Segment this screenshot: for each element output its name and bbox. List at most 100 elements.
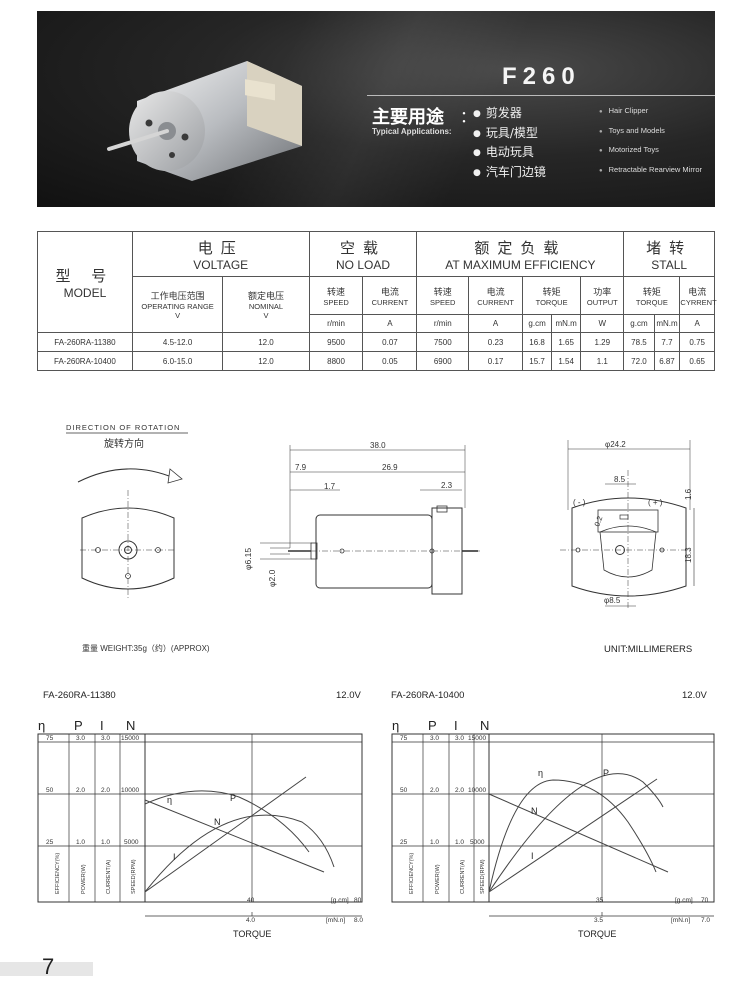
torque-en: TORQUE: [635, 297, 668, 307]
dim-7-9: 7.9: [295, 463, 307, 472]
rotation-label-cn: 旋转方向: [104, 437, 144, 450]
head-i: I: [454, 718, 458, 733]
maxeff-header-en: AT MAXIMUM EFFICIENCY: [445, 257, 596, 272]
application-item-cn: 汽车门边镜: [473, 163, 546, 183]
voltage-header-en: VOLTAGE: [193, 257, 249, 272]
x-tick-gcm: 40: [247, 897, 255, 904]
axis-efficiency: EFFICIENCY(%): [409, 853, 415, 894]
noload-header: 空载 NO LOAD: [308, 231, 418, 277]
head-n: N: [480, 718, 489, 733]
x-label: TORQUE: [578, 929, 616, 939]
head-eta: η: [392, 718, 399, 733]
graph1-model: FA-260RA-11380: [43, 690, 116, 701]
tick-cur-3: 3.0: [101, 735, 110, 742]
dim-8-5-top: 8.5: [614, 475, 626, 484]
label-eta: η: [538, 768, 543, 778]
curve-n: [144, 799, 325, 873]
torque-cn: 转矩: [542, 287, 561, 298]
application-item-en: Motorized Toys: [599, 145, 702, 165]
maxeff-header-cn: 额定负载: [474, 238, 567, 257]
stall-current-en: CYRRENT: [680, 297, 717, 307]
unit-label: UNIT:MILLIMERERS: [604, 644, 692, 655]
speed-cn: 转速: [433, 287, 452, 298]
tick-cur-1: 1.0: [455, 839, 464, 846]
axis-current: CURRENT(A): [106, 860, 112, 894]
dim-24-2: φ24.2: [605, 440, 626, 449]
unit-cell: mN.m: [653, 314, 681, 333]
tick-eff-50: 50: [400, 787, 408, 794]
rotation-arc: [77, 468, 175, 483]
torque-cn: 转矩: [642, 287, 661, 298]
title-divider: [367, 95, 715, 96]
nominal-en: NOMINAL: [248, 302, 284, 311]
label-n: N: [214, 817, 221, 827]
rotation-label-en: DIRECTION OF ROTATION: [66, 423, 180, 432]
x-unit-mnm: [mN.n]: [671, 917, 690, 924]
tick-spd-5000: 5000: [470, 839, 485, 846]
output-en: OUTPUT: [586, 297, 618, 307]
x-end-gcm: 80: [354, 897, 362, 904]
maxeff-header: 额定负载 AT MAXIMUM EFFICIENCY: [416, 231, 625, 277]
nominal-cn: 额定电压: [247, 292, 284, 302]
tick-spd-10000: 10000: [121, 787, 139, 794]
dim-length: 38.0: [370, 441, 386, 450]
applications-colon: ：: [460, 109, 477, 126]
applications-title-cn: 主要用途: [372, 107, 444, 128]
stall-header: 堵转 STALL: [623, 231, 715, 277]
application-item-en: Hair Clipper: [599, 106, 702, 126]
tick-pow-3: 3.0: [76, 735, 85, 742]
label-n: N: [531, 806, 538, 816]
speed-en: SPEED: [430, 297, 456, 307]
cell-st-torque-mn: 6.87: [653, 351, 681, 371]
curve-eta: [488, 779, 657, 893]
graph2-voltage: 12.0V: [682, 690, 707, 701]
curve-p: [144, 814, 335, 893]
torque-en: TORQUE: [535, 297, 568, 307]
x-unit-mnm: [mN.n]: [326, 917, 345, 924]
cell-nl-current: 0.05: [362, 351, 418, 371]
graph2-model: FA-260RA-10400: [391, 690, 465, 701]
dim-8-5-bottom: φ8.5: [604, 596, 621, 605]
current-en: CURRENT: [477, 297, 514, 307]
tick-spd-15000: 15000: [468, 735, 486, 742]
op-range-en: OPERATING RANGE: [141, 302, 214, 311]
weight-label: 重量 WEIGHT:35g（约）(APPROX): [82, 643, 210, 653]
voltage-header: 电压 VOLTAGE: [131, 231, 310, 277]
cell-model: FA-260RA-10400: [37, 351, 133, 371]
x-label: TORQUE: [233, 929, 271, 939]
tick-eff-25: 25: [400, 839, 408, 846]
noload-header-cn: 空载: [339, 238, 386, 257]
front-view: φ24.2 8.5 ( - ) ( + ) 0.2 18.3 1.6 φ8.5: [560, 440, 695, 610]
table-row: FA-260RA-11380 4.5-12.0 12.0 9500 0.07 7…: [37, 332, 715, 352]
applications-list-cn: 剪发器 玩具/模型 电动玩具 汽车门边镜: [473, 104, 546, 182]
terminal-minus: ( - ): [573, 498, 586, 507]
curve-p: [488, 773, 664, 893]
tick-cur-2: 2.0: [101, 787, 110, 794]
head-p: P: [74, 718, 83, 733]
dim-26-9: 26.9: [382, 463, 398, 472]
tick-pow-1: 1.0: [430, 839, 439, 846]
x-tick-mnm: 4.0: [246, 917, 255, 924]
op-range-cn: 工作电压范围: [150, 292, 205, 302]
model-header-en: MODEL: [63, 285, 107, 300]
label-i: I: [531, 851, 534, 861]
current-en: CURRENT: [371, 297, 409, 307]
tick-eff-75: 75: [46, 735, 54, 742]
tick-eff-25: 25: [46, 839, 54, 846]
curve-i: [144, 776, 307, 893]
output-cn: 功率: [593, 287, 612, 298]
spec-table: 型 号 MODEL 电压 VOLTAGE 空载 NO LOAD 额定负载 AT …: [37, 231, 717, 371]
label-p: P: [603, 768, 609, 778]
tick-cur-3: 3.0: [455, 735, 464, 742]
axis-speed: SPEED(RPM): [480, 859, 486, 894]
dim-2-3: 2.3: [441, 481, 453, 490]
dim-1-6: 1.6: [684, 488, 693, 500]
table-row: FA-260RA-10400 6.0-15.0 12.0 8800 0.05 6…: [37, 351, 715, 371]
label-p: P: [230, 793, 236, 803]
stall-header-en: STALL: [651, 257, 688, 272]
